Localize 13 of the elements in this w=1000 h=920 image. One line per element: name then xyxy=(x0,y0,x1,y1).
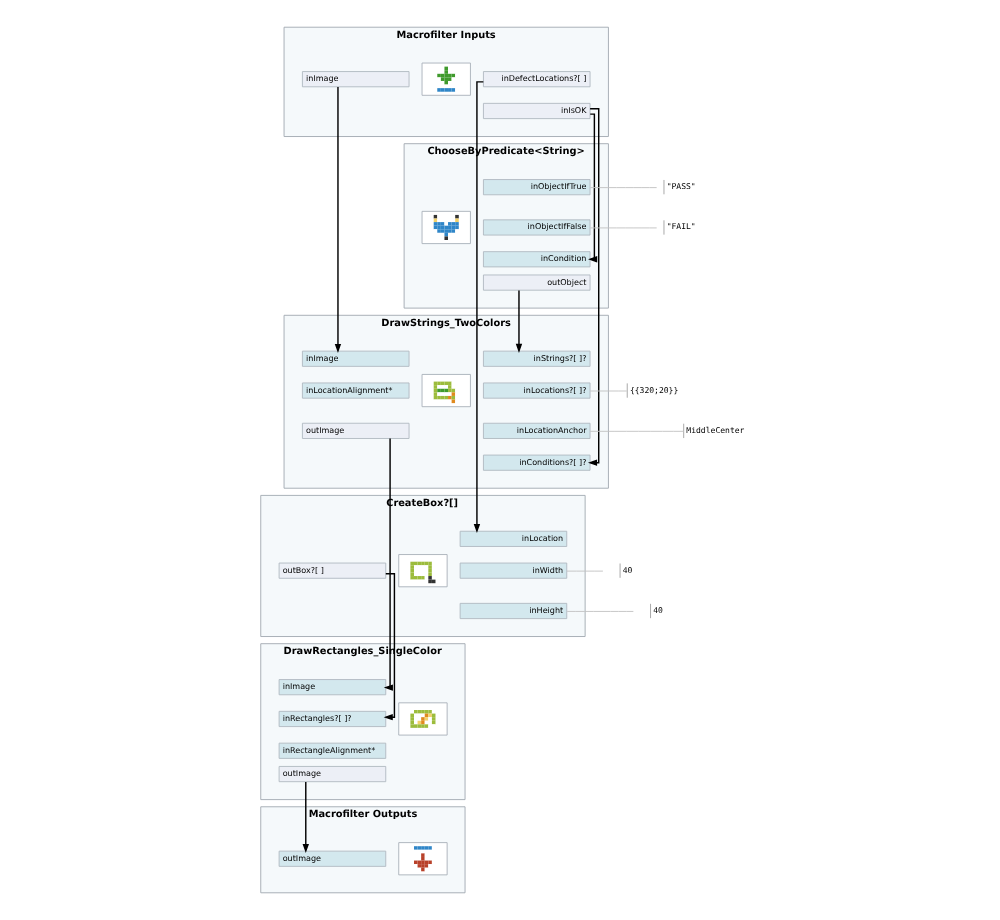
arrow xyxy=(383,437,393,691)
arrow xyxy=(302,781,309,854)
arrow xyxy=(473,81,485,534)
arrow xyxy=(587,108,600,466)
connector xyxy=(590,227,658,229)
connector xyxy=(589,430,685,432)
connector xyxy=(590,187,658,189)
connector xyxy=(566,570,604,572)
arrow xyxy=(515,289,523,353)
connector xyxy=(566,610,634,612)
arrow xyxy=(383,573,396,721)
arrow xyxy=(588,113,598,263)
arrow xyxy=(334,86,342,354)
